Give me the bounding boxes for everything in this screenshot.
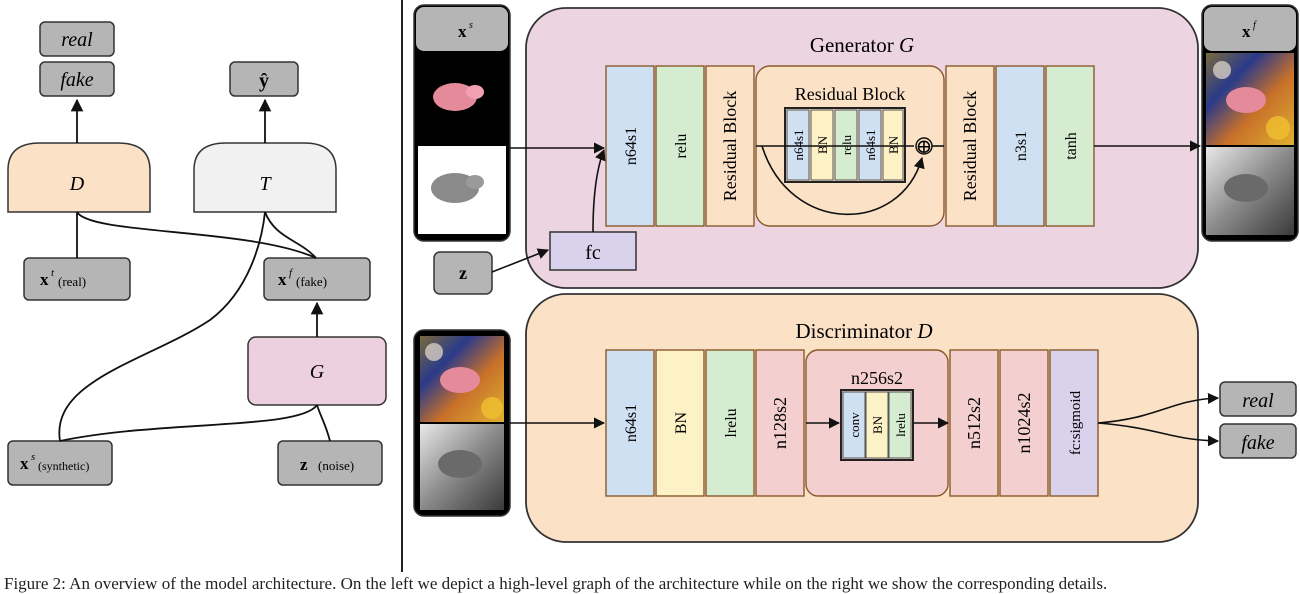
gen-layer-n64s1 bbox=[605, 65, 655, 227]
gen-layer-n3s1 bbox=[995, 65, 1045, 227]
disc-layer-n64s1 bbox=[605, 349, 655, 497]
z-note: (noise) bbox=[318, 458, 354, 473]
xs-sup: s bbox=[31, 451, 35, 463]
generator-output-symbol: x bbox=[1242, 22, 1251, 41]
disc-layer-n128s2 bbox=[755, 349, 805, 497]
gen-layer-tanh-label: tanh bbox=[1063, 132, 1080, 160]
xt-note: (real) bbox=[58, 274, 86, 289]
edge-xs-t bbox=[58, 211, 266, 442]
gen-layer-resblock-1 bbox=[705, 65, 755, 227]
residual-layer-bn-b: BN bbox=[886, 135, 901, 154]
discriminator-panel: Discriminator D n64s1 BN lrelu n128s2 n5… bbox=[413, 293, 1297, 543]
discriminator-node bbox=[7, 142, 151, 213]
gen-layer-n3s1-label: n3s1 bbox=[1013, 131, 1030, 161]
generator-input-sup: s bbox=[469, 20, 473, 31]
figure-caption: Figure 2: An overview of the model archi… bbox=[4, 574, 1108, 593]
generator-output-sup: f bbox=[1253, 20, 1257, 31]
residual-inner-frame bbox=[784, 107, 906, 183]
xf-sup: f bbox=[289, 267, 294, 279]
gen-layer-n64s1-label: n64s1 bbox=[623, 127, 640, 165]
disc-layer-n64s1-label: n64s1 bbox=[623, 404, 640, 442]
residual-layer-bn-a: BN bbox=[815, 135, 830, 154]
edge-disc-fake bbox=[1097, 422, 1220, 447]
edge-residual-skip bbox=[761, 145, 925, 216]
generator-output-header bbox=[1204, 7, 1296, 51]
edge-z-fc bbox=[491, 248, 550, 273]
output-yhat-box bbox=[229, 61, 299, 97]
disc-inner-title: n256s2 bbox=[851, 368, 903, 388]
disc-layer-bn bbox=[655, 349, 705, 497]
generator-input-header bbox=[416, 7, 508, 51]
residual-sum-circle bbox=[915, 137, 933, 155]
disc-inner-bn: BN bbox=[870, 415, 885, 434]
task-node-label: T bbox=[259, 173, 272, 195]
edge-xf-d bbox=[76, 211, 317, 259]
disc-layer-n1024s2-label: n1024s2 bbox=[1014, 392, 1034, 453]
fc-label: fc bbox=[585, 242, 601, 264]
residual-block-title: Residual Block bbox=[795, 84, 906, 104]
edge-fc-generator bbox=[592, 148, 606, 233]
output-real-label: real bbox=[61, 29, 93, 51]
disc-inner-lrelu: lrelu bbox=[893, 413, 908, 437]
disc-output-fake-box bbox=[1219, 423, 1297, 459]
gen-layer-relu-label: relu bbox=[673, 134, 690, 159]
disc-layer-n1024s2 bbox=[999, 349, 1049, 497]
disc-layer-lrelu-label: lrelu bbox=[723, 408, 740, 437]
residual-layer-n64s1-a: n64s1 bbox=[791, 129, 806, 160]
disc-inner-conv: conv bbox=[847, 412, 862, 438]
fc-layer bbox=[549, 231, 637, 271]
task-node bbox=[193, 142, 337, 213]
disc-layer-n128s2-label: n128s2 bbox=[770, 397, 790, 449]
gen-layer-relu bbox=[655, 65, 705, 227]
xf-note: (fake) bbox=[296, 274, 327, 289]
disc-output-fake-label: fake bbox=[1241, 432, 1274, 454]
xf-fake-box bbox=[263, 257, 371, 301]
discriminator-node-label: D bbox=[69, 173, 85, 195]
generator-input-symbol: x bbox=[458, 22, 467, 41]
disc-inner-frame bbox=[840, 389, 914, 461]
edge-xs-g bbox=[59, 404, 318, 442]
synthetic-object-shape bbox=[433, 83, 477, 111]
discriminator-title: Discriminator D bbox=[795, 319, 932, 343]
z-symbol: z bbox=[300, 455, 308, 474]
disc-layer-fc-sigmoid-label: fc:sigmoid bbox=[1068, 390, 1084, 455]
residual-layer-n64s1-b: n64s1 bbox=[863, 129, 878, 160]
xs-symbol: x bbox=[20, 454, 29, 473]
output-real-box bbox=[39, 21, 115, 57]
disc-output-real-box bbox=[1219, 381, 1297, 417]
generator-title: Generator G bbox=[810, 33, 914, 57]
disc-output-real-label: real bbox=[1242, 390, 1274, 412]
edge-xf-t bbox=[264, 211, 317, 259]
disc-layer-lrelu bbox=[705, 349, 755, 497]
residual-layer-relu: relu bbox=[839, 134, 854, 155]
output-fake-box bbox=[39, 61, 115, 97]
xf-symbol: x bbox=[278, 270, 287, 289]
edge-disc-real bbox=[1097, 392, 1220, 424]
gen-layer-resblock-2 bbox=[945, 65, 995, 227]
fake-object-shape bbox=[1226, 87, 1266, 113]
xs-note: (synthetic) bbox=[38, 459, 89, 473]
output-yhat-label: ŷ bbox=[259, 70, 269, 92]
edge-z-g bbox=[316, 404, 331, 442]
disc-layer-bn-label: BN bbox=[673, 411, 690, 434]
left-panel: real fake ŷ D T x t (real) x f (fake) G … bbox=[7, 21, 387, 486]
generator-panel: Generator G x s z fc n64s1 relu Re bbox=[413, 4, 1299, 295]
generator-node-label: G bbox=[310, 361, 325, 383]
generator-noise-box bbox=[433, 251, 493, 295]
gen-layer-resblock-2-label: Residual Block bbox=[960, 91, 980, 202]
architecture-diagram: real fake ŷ D T x t (real) x f (fake) G … bbox=[7, 0, 1299, 572]
disc-layer-n512s2-label: n512s2 bbox=[964, 397, 984, 449]
output-fake-label: fake bbox=[60, 69, 93, 91]
generator-noise-label: z bbox=[459, 263, 467, 283]
gen-layer-resblock-1-label: Residual Block bbox=[720, 91, 740, 202]
xt-symbol: x bbox=[40, 270, 49, 289]
xt-sup: t bbox=[51, 267, 55, 279]
disc-layer-n512s2 bbox=[949, 349, 999, 497]
